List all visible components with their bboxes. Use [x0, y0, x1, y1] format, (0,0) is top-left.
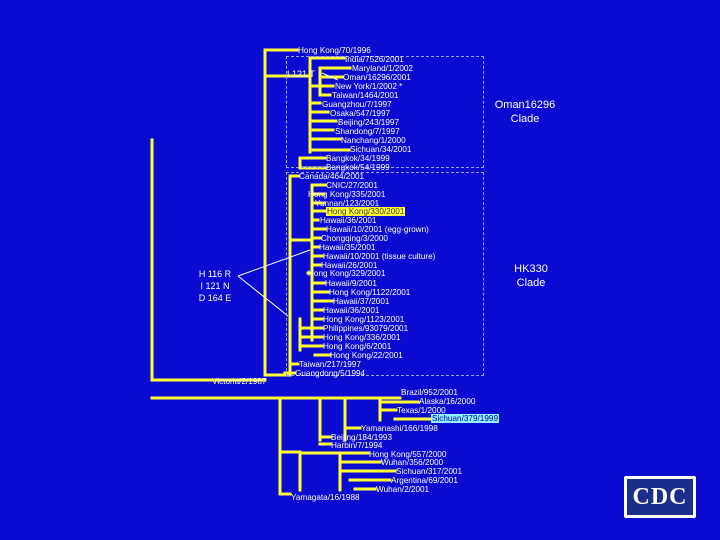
clade-hk330-title: HK330 Clade — [490, 262, 572, 290]
label-yamagata: Yamagata/16/1988 — [291, 493, 360, 502]
label-guangdong: Guangdong/5/1994 — [295, 369, 366, 378]
label-yamanashi: Yamanashi/166/1998 — [361, 424, 438, 433]
branch-upper-stem — [263, 48, 292, 377]
label-hawaii36b: Hawaii/36/2001 — [323, 306, 380, 315]
label-hk70: Hong Kong/70/1996 — [298, 46, 371, 55]
label-hk336: Hong Kong/336/2001 — [323, 333, 401, 342]
label-hawaii10tc: Hawaii/10/2001 (tissue culture) — [323, 252, 436, 261]
label-hawaii9: Hawaii/9/2001 — [325, 279, 377, 288]
label-hawaii36: Hawaii/36/2001 — [320, 216, 377, 225]
label-wuhan2: Wuhan/2/2001 — [376, 485, 430, 494]
cdc-logo-text: CDC — [627, 479, 693, 515]
label-osaka: Osaka/547/1997 — [330, 109, 391, 118]
label-philippines: Philippines/93079/2001 — [323, 324, 409, 333]
oman-clade-box — [286, 56, 484, 168]
cdc-logo: CDC — [624, 476, 696, 518]
label-beijing243: Beijing/243/1997 — [338, 118, 400, 127]
label-hawaii26: Hawaii/26/2001 — [321, 261, 378, 270]
mutation-i121t: I 121 T — [287, 69, 315, 79]
label-texas: Texas/1/2000 — [397, 406, 446, 415]
label-hk22: Hong Kong/22/2001 — [330, 351, 403, 360]
label-bangkok54: Bangkok/54/1999 — [326, 163, 390, 172]
label-guangzhou: Guangzhou/7/1997 — [322, 100, 392, 109]
label-yunnan: Yunnan/123/2001 — [315, 199, 380, 208]
clade-oman-line1: Oman16296 — [494, 99, 556, 111]
label-hk329: Hong Kong/329/2001 — [308, 269, 386, 278]
label-hk557: Hong Kong/557/2000 — [369, 450, 447, 459]
label-chongqing: Chongqing/3/2000 — [321, 234, 388, 243]
label-wuhan356: Wuhan/356/2000 — [381, 458, 444, 467]
label-sichuan317: Sichuan/317/2001 — [396, 467, 463, 476]
clade-oman-line2: Clade — [510, 113, 540, 125]
mutation-i121n: I 121 N — [200, 281, 230, 291]
label-taiwan217: Taiwan/217/1997 — [299, 360, 361, 369]
hk330-clade-box — [286, 172, 484, 376]
label-victoria: Victoria/2/1987 — [212, 377, 267, 386]
label-alaska: Alaska/16/2000 — [419, 397, 476, 406]
label-taiwan1464: Taiwan/1464/2001 — [332, 91, 399, 100]
label-beijing184: Beijing/184/1993 — [331, 433, 393, 442]
label-india: India/7526/2001 — [345, 55, 404, 64]
label-shandong: Shandong/7/1997 — [335, 127, 400, 136]
pointer-hk-mutations — [237, 275, 289, 317]
label-hk6: Hong Kong/6/2001 — [323, 342, 392, 351]
clade-hk-line1: HK330 — [514, 263, 548, 275]
label-sichuan379-highlighted: Sichuan/379/1999 — [431, 414, 500, 423]
pointer-i121t — [321, 72, 339, 81]
mutation-d164e: D 164 E — [198, 293, 232, 303]
clade-hk-line2: Clade — [516, 277, 546, 289]
label-bangkok34: Bangkok/34/1999 — [326, 154, 390, 163]
label-argentina: Argentina/69/2001 — [391, 476, 458, 485]
clade-oman16296-title: Oman16296 Clade — [482, 98, 568, 126]
label-harbin: Harbin/7/1994 — [331, 441, 383, 450]
label-hawaii35: Hawaii/35/2001 — [319, 243, 376, 252]
label-newyork: New York/1/2002 * — [335, 82, 403, 91]
label-hk1123: Hong Kong/1123/2001 — [323, 315, 405, 324]
mutation-pointers — [237, 72, 339, 317]
tree-branches — [150, 48, 432, 496]
label-nanchang: Nanchang/1/2000 — [341, 136, 406, 145]
label-brazil: Brazil/952/2001 — [401, 388, 458, 397]
label-cnic: CNIC/27/2001 — [326, 181, 378, 190]
branch-lower-cluster — [278, 450, 302, 492]
label-canada: Canada/464/2001 — [299, 172, 365, 181]
label-hk330-highlighted: Hong Kong/330/2001 — [326, 207, 406, 216]
label-oman16296: Oman/16296/2001 — [343, 73, 411, 82]
pointer-hk-mutations-2 — [237, 249, 311, 277]
label-hk1122: Hong Kong/1122/2001 — [329, 288, 411, 297]
label-maryland: Maryland/1/2002 — [352, 64, 413, 73]
label-sichuan34: Sichuan/34/2001 — [350, 145, 412, 154]
label-hawaii10egg: Hawaii/10/2001 (egg-grown) — [326, 225, 429, 234]
mutation-h116r: H 116 R — [198, 269, 232, 279]
mutation-hk-block: H 116 R I 121 N D 164 E — [192, 268, 238, 304]
label-hawaii37: Hawaii/37/2001 — [333, 297, 390, 306]
label-hk335: Hong Kong/335/2001 — [308, 190, 386, 199]
